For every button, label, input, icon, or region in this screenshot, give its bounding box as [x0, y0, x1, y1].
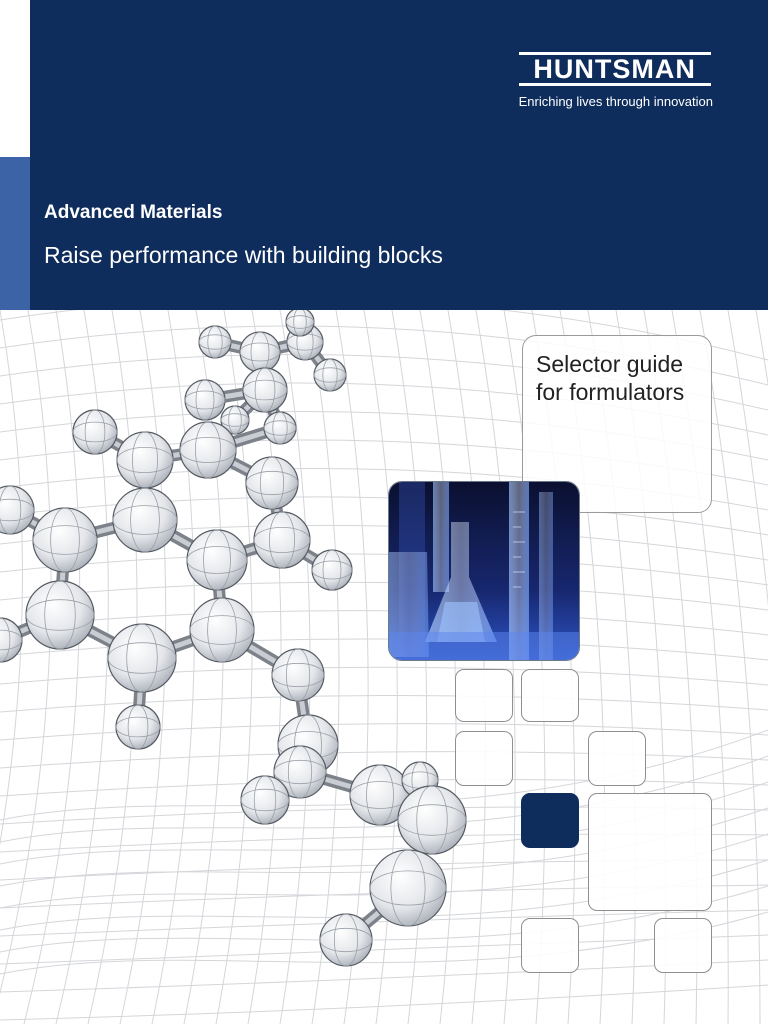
- guide-title-line1: Selector guide: [536, 351, 684, 377]
- tile-accent: [521, 793, 579, 848]
- cover-header: [30, 0, 768, 310]
- tile-5: [521, 918, 579, 973]
- guide-title-line2: for formulators: [536, 379, 685, 405]
- tile-3: [455, 731, 513, 786]
- section-kicker: Advanced Materials: [44, 202, 223, 223]
- molecule-model: [0, 310, 467, 967]
- accent-strip: [0, 157, 30, 310]
- tile-2: [521, 669, 579, 722]
- guide-title: Selector guide for formulators: [536, 350, 706, 406]
- brand-tagline: Enriching lives through innovation: [518, 94, 713, 109]
- tile-4: [588, 731, 646, 786]
- cover-artwork: [0, 310, 768, 1024]
- brand-logo: HUNTSMAN Enriching lives through innovat…: [518, 52, 713, 109]
- brand-wordmark: HUNTSMAN: [518, 52, 711, 86]
- page-title: Raise performance with building blocks: [44, 242, 443, 268]
- lab-glassware-photo: [388, 481, 580, 661]
- tile-1: [455, 669, 513, 722]
- tile-6: [654, 918, 712, 973]
- tile-large: [588, 793, 712, 911]
